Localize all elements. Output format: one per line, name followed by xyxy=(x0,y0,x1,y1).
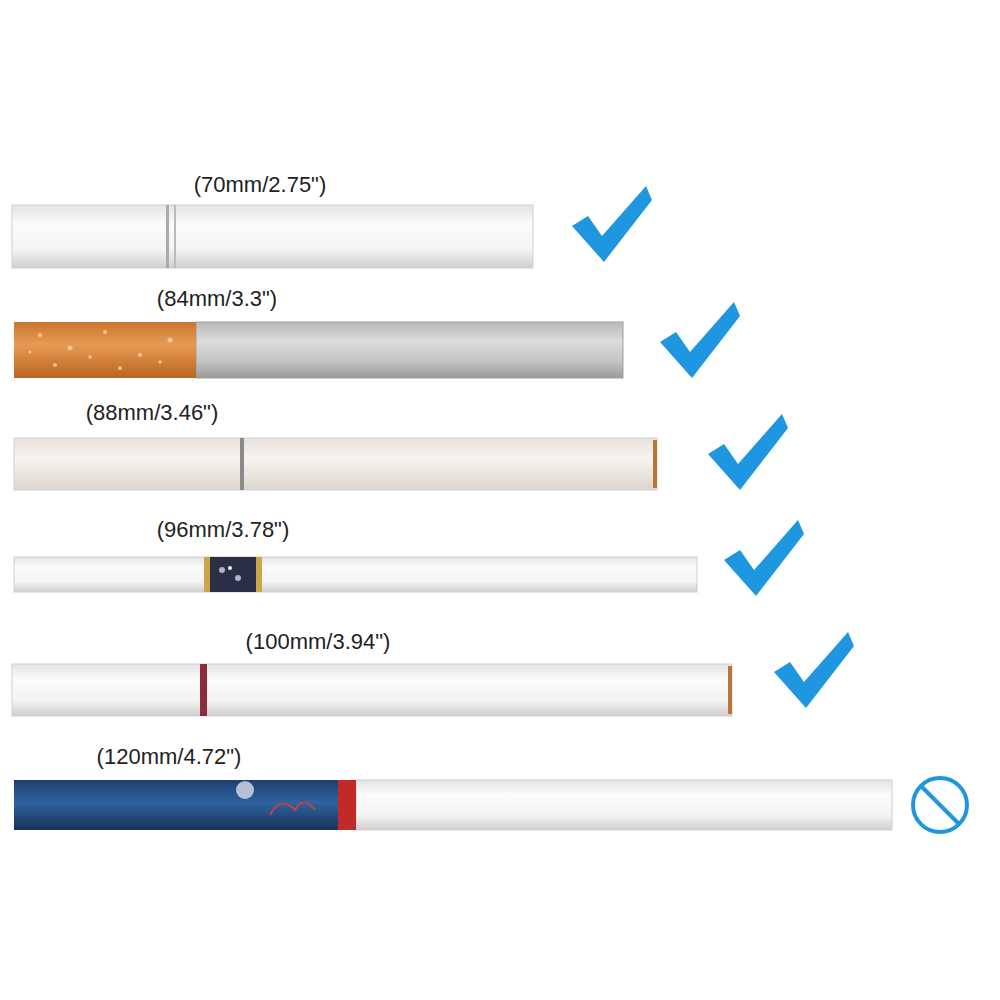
dimension-label: (88mm/3.46") xyxy=(86,400,219,426)
dimension-label: (84mm/3.3") xyxy=(157,286,277,312)
dimension-label: (96mm/3.78") xyxy=(157,517,290,543)
dimension-label: (120mm/4.72") xyxy=(97,744,242,770)
dimension-label: (70mm/2.75") xyxy=(194,172,327,198)
dimension-label: (100mm/3.94") xyxy=(246,629,391,655)
